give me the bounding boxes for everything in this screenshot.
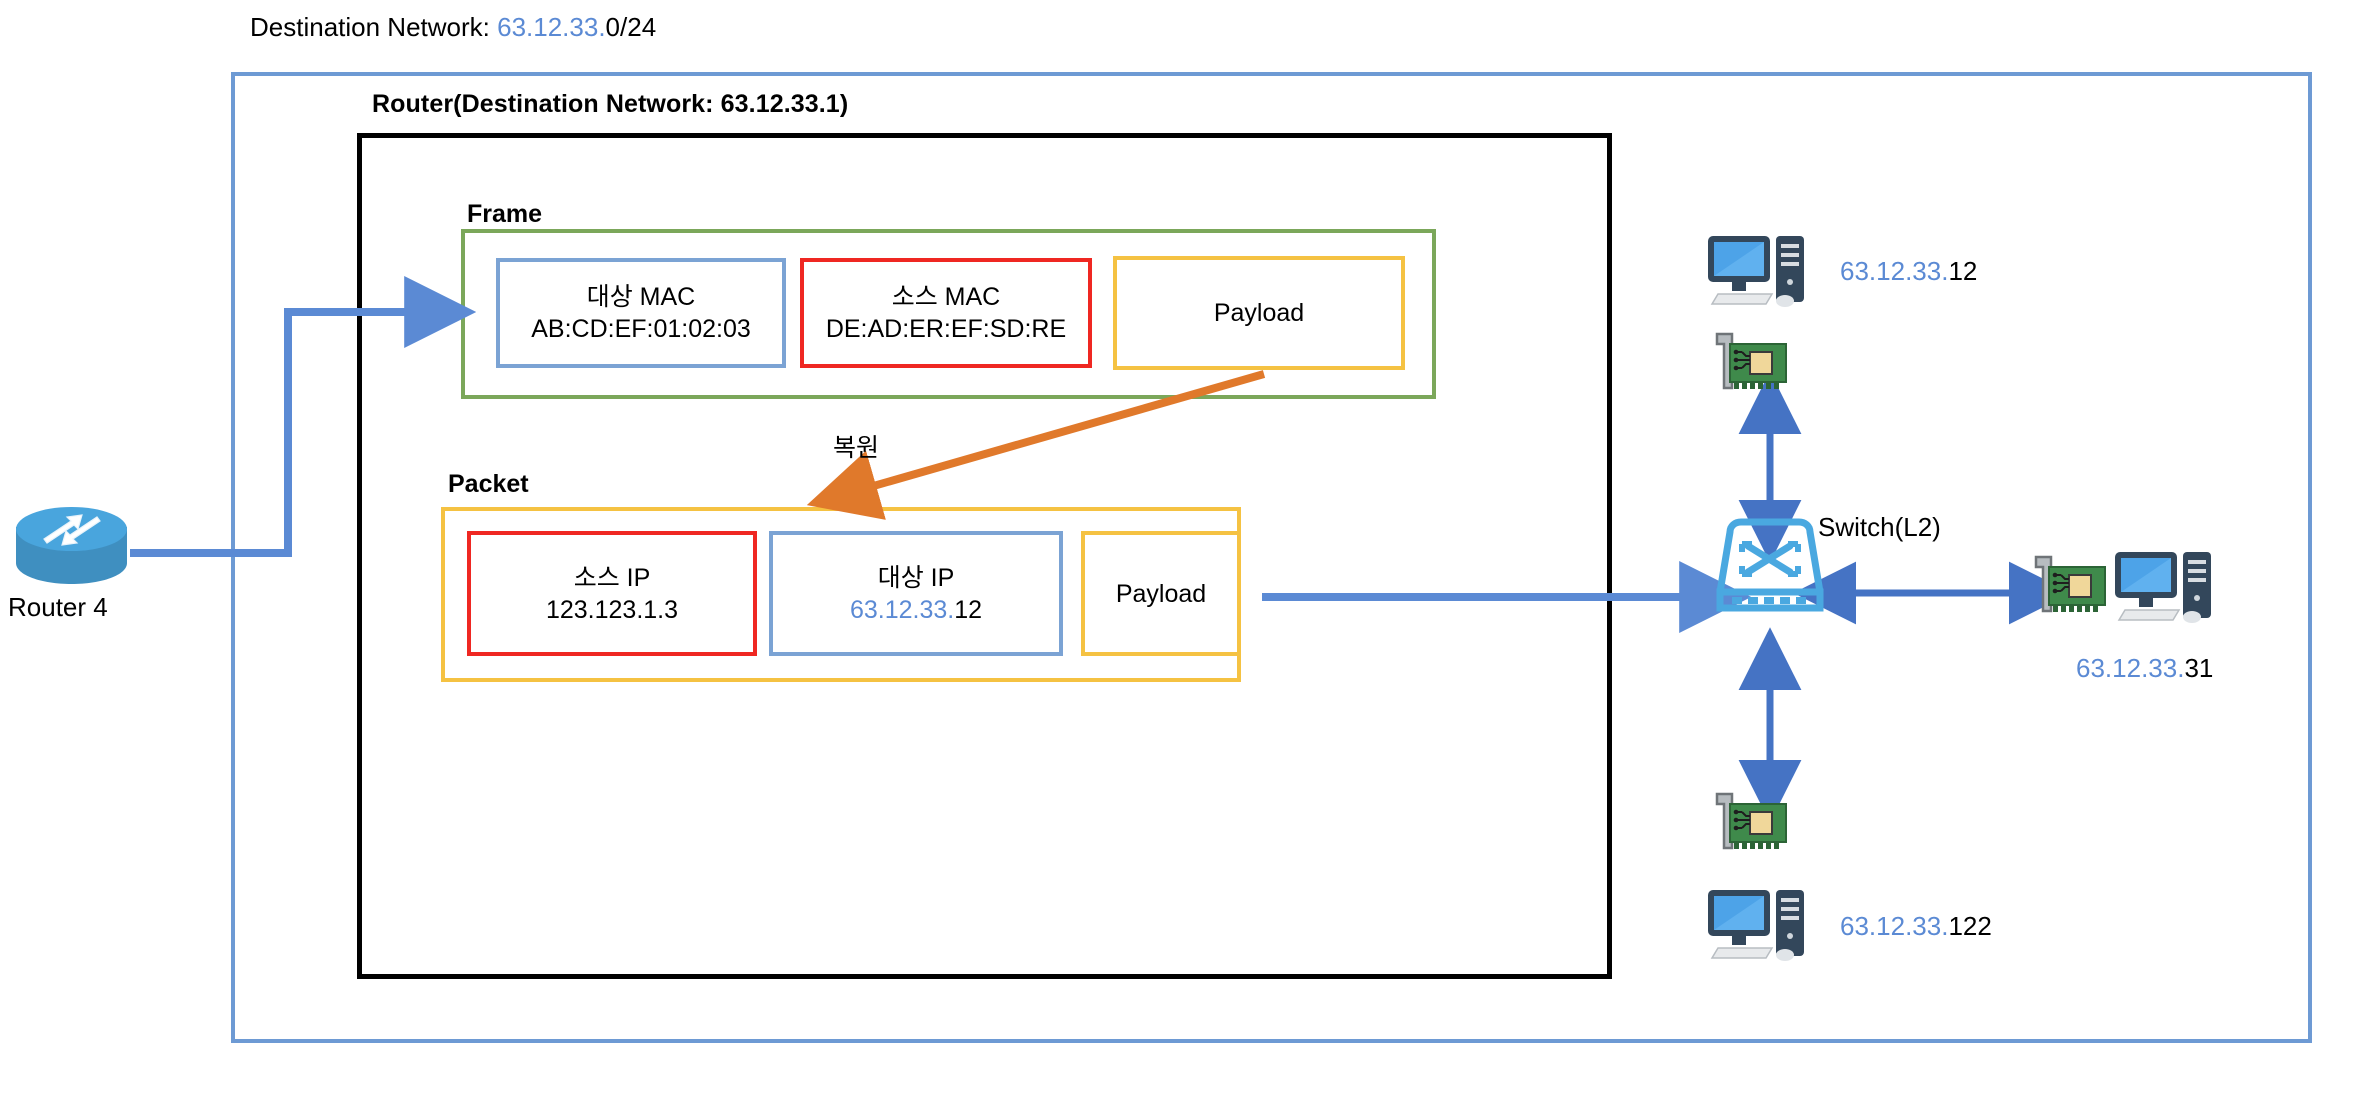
- host-right-ip-host: 31: [2184, 653, 2214, 683]
- host-top-computer-icon[interactable]: [1706, 232, 1812, 312]
- page-title-network-suffix: 0/24: [605, 12, 657, 42]
- frame-destination-mac-cell: 대상 MAC AB:CD:EF:01:02:03: [496, 258, 786, 368]
- packet-payload-cell: Payload: [1081, 531, 1241, 656]
- restore-label: 복원: [833, 434, 880, 462]
- host-bottom-ip-network: 63.12.33.: [1840, 911, 1949, 941]
- destination-network-container: [231, 72, 2312, 1043]
- host-bottom-ip-label: 63.12.33.122: [1840, 911, 1992, 942]
- packet-destination-ip-host: 12: [954, 595, 983, 624]
- packet-destination-ip-network: 63.12.33.: [849, 595, 955, 624]
- frame-destination-mac-title: 대상 MAC: [586, 283, 696, 311]
- host-top-nic-icon: [1712, 330, 1790, 396]
- page-title-network-prefix: 63.12.33.: [497, 12, 606, 42]
- host-right-ip-label: 63.12.33.31: [2076, 653, 2213, 684]
- frame-payload-cell: Payload: [1113, 256, 1405, 370]
- frame-source-mac-value: DE:AD:ER:EF:SD:RE: [825, 315, 1067, 343]
- packet-destination-ip-cell: 대상 IP 63.12.33.12: [769, 531, 1063, 656]
- frame-source-mac-cell: 소스 MAC DE:AD:ER:EF:SD:RE: [800, 258, 1092, 368]
- page-title-prefix: Destination Network:: [250, 12, 498, 42]
- packet-source-ip-value: 123.123.1.3: [545, 595, 679, 624]
- switch-label: Switch(L2): [1818, 512, 1941, 542]
- host-top-ip-label: 63.12.33.12: [1840, 256, 1977, 287]
- host-bottom-computer-icon[interactable]: [1706, 886, 1812, 966]
- packet-destination-ip-value: 63.12.33.12: [850, 594, 982, 626]
- page-title: Destination Network: 63.12.33.0/24: [250, 12, 656, 43]
- packet-source-ip-title: 소스 IP: [573, 563, 651, 592]
- switch-icon[interactable]: [1712, 518, 1828, 618]
- host-right-computer-icon[interactable]: [2113, 548, 2219, 628]
- host-right-nic-icon: [2031, 553, 2109, 619]
- host-bottom-nic-icon: [1712, 790, 1790, 856]
- packet-destination-ip-title: 대상 IP: [877, 563, 955, 592]
- host-right-ip-network: 63.12.33.: [2076, 653, 2185, 683]
- frame-payload-label: Payload: [1213, 299, 1305, 327]
- frame-source-mac-title: 소스 MAC: [891, 283, 1001, 311]
- packet-source-ip-cell: 소스 IP 123.123.1.3: [467, 531, 757, 656]
- router-label: Router 4: [8, 592, 108, 622]
- host-top-ip-network: 63.12.33.: [1840, 256, 1949, 286]
- packet-payload-label: Payload: [1115, 579, 1207, 608]
- host-bottom-ip-host: 122: [1948, 911, 1992, 941]
- packet-label: Packet: [448, 470, 529, 498]
- router-icon[interactable]: [14, 505, 129, 587]
- frame-label: Frame: [467, 200, 543, 228]
- router-container-title: Router(Destination Network: 63.12.33.1): [372, 90, 849, 118]
- host-top-ip-host: 12: [1948, 256, 1978, 286]
- frame-destination-mac-value: AB:CD:EF:01:02:03: [531, 315, 751, 343]
